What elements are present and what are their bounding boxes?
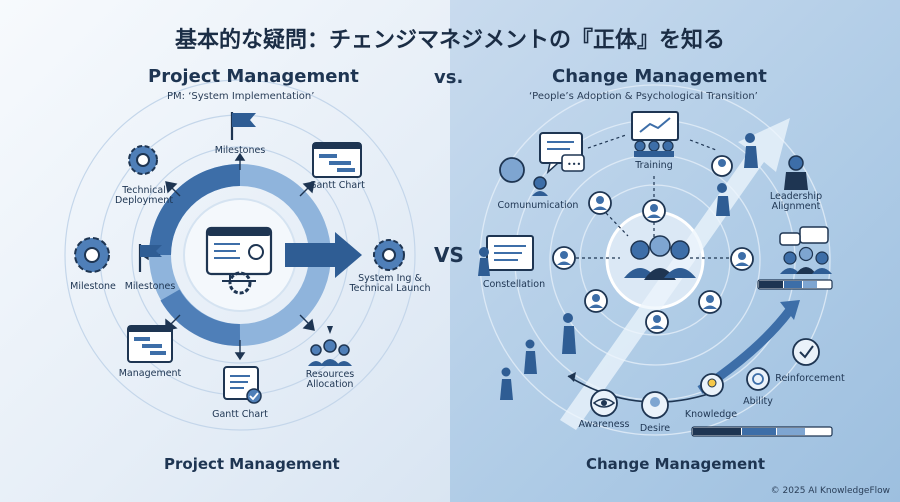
gear-icon	[373, 239, 405, 271]
flag-icon	[230, 112, 256, 140]
label-communication: Comunumication	[497, 200, 579, 211]
vs-top-label: vs.	[434, 67, 464, 88]
right-footer-title: Change Management	[586, 455, 766, 473]
person-icon	[584, 289, 608, 313]
presentation-board-icon	[478, 235, 534, 276]
person-icon	[642, 199, 666, 223]
gantt-chart-icon	[127, 325, 173, 363]
person-icon	[711, 155, 733, 177]
label-milestone: Milestone	[70, 281, 116, 292]
right-subtitle: ‘People’s Adoption & Psychological Trans…	[529, 91, 758, 102]
presentation-board-icon	[631, 111, 679, 157]
label-constellation: Constellation	[482, 279, 546, 290]
left-ring-dark-arc-2	[160, 289, 241, 347]
label-system-launch: System Ing & Technical Launch	[349, 273, 431, 295]
head-icon	[499, 157, 548, 196]
svg-text:•••: •••	[567, 160, 581, 169]
gantt-chart-icon	[312, 142, 362, 178]
target-icon	[746, 367, 770, 391]
center-gear-icon	[228, 271, 252, 295]
person-icon	[698, 290, 722, 314]
person-icon	[552, 246, 576, 270]
walking-figures	[500, 133, 758, 400]
gear-icon	[128, 145, 158, 175]
label-technical-deployment: Technical Deployment	[114, 185, 174, 207]
vs-center-label: VS	[434, 243, 464, 267]
label-desire: Desire	[639, 423, 671, 434]
copyright-text: © 2025 AI KnowledgeFlow	[770, 486, 890, 496]
launch-arrow-icon	[285, 232, 362, 278]
head-icon	[641, 391, 669, 419]
label-gantt-chart-bottom: Gantt Chart	[212, 409, 268, 420]
label-milestones-top: Milestones	[214, 145, 266, 156]
left-ring-dark-arc	[149, 164, 241, 256]
person-icon	[784, 155, 808, 190]
left-footer-title: Project Management	[164, 455, 340, 473]
label-management: Management	[118, 368, 182, 379]
progress-bar-top	[757, 279, 833, 290]
person-icon	[645, 310, 669, 334]
gear-icon	[74, 237, 110, 273]
label-knowledge: Knowledge	[684, 409, 738, 420]
label-reinforcement: Reinforcement	[775, 373, 845, 384]
label-leadership-alignment: Leadership Alignment	[769, 191, 823, 213]
lightbulb-icon	[700, 373, 724, 397]
person-icon	[730, 247, 754, 271]
team-icon	[779, 226, 832, 274]
eye-icon	[590, 389, 618, 417]
reinforcement-icon	[792, 338, 820, 366]
label-resources-allocation: Resources Allocation	[305, 369, 355, 391]
person-icon	[588, 191, 612, 215]
left-heading: Project Management	[148, 66, 359, 87]
right-connectors	[576, 134, 730, 259]
label-awareness: Awareness	[578, 419, 630, 430]
right-heading: Change Management	[552, 66, 767, 87]
label-gantt-chart-top: Gantt Chart	[309, 180, 365, 191]
page-title: 基本的な疑問：チェンジマネジメントの『正体』を知る	[174, 28, 725, 53]
checklist-icon	[223, 366, 262, 404]
flag-icon	[138, 244, 162, 272]
speech-bubble-icon: •••	[539, 132, 585, 175]
label-milestones-mid: Milestones	[124, 281, 176, 292]
team-icon	[624, 235, 696, 280]
team-icon	[308, 326, 352, 366]
label-training: Training	[635, 160, 673, 171]
left-subtitle: PM: ‘System Implementation’	[167, 91, 315, 102]
label-ability: Ability	[743, 396, 773, 407]
progress-bar-bottom	[691, 426, 833, 437]
